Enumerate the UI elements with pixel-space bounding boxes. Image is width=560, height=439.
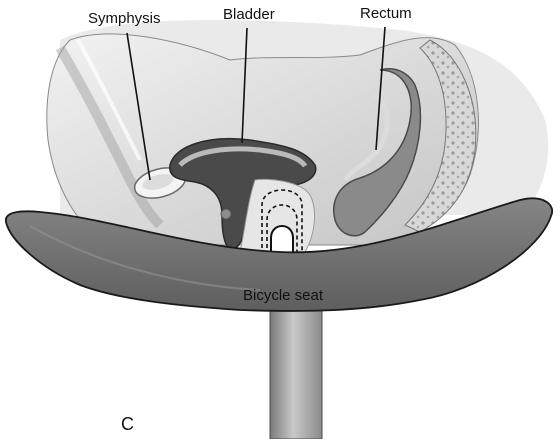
label-bladder: Bladder xyxy=(223,6,275,23)
rectum xyxy=(333,68,422,237)
probe-outline-medium xyxy=(266,204,298,255)
rectum-leader xyxy=(375,26,386,151)
label-rectum: Rectum xyxy=(360,5,412,22)
abdominal-wall xyxy=(55,45,164,229)
bicycle-seat xyxy=(5,197,554,312)
bladder-leader xyxy=(241,27,248,144)
label-bicycle-seat: Bicycle seat xyxy=(243,287,324,304)
transducer-probe-icon xyxy=(270,225,294,257)
probe-outline-large xyxy=(261,189,303,255)
label-symphysis: Symphysis xyxy=(88,10,161,27)
symphysis-leader xyxy=(126,32,151,181)
vaginal-canal xyxy=(239,178,316,253)
panel-letter: C xyxy=(121,414,134,434)
seat-post xyxy=(269,304,323,439)
small-node xyxy=(220,208,232,220)
